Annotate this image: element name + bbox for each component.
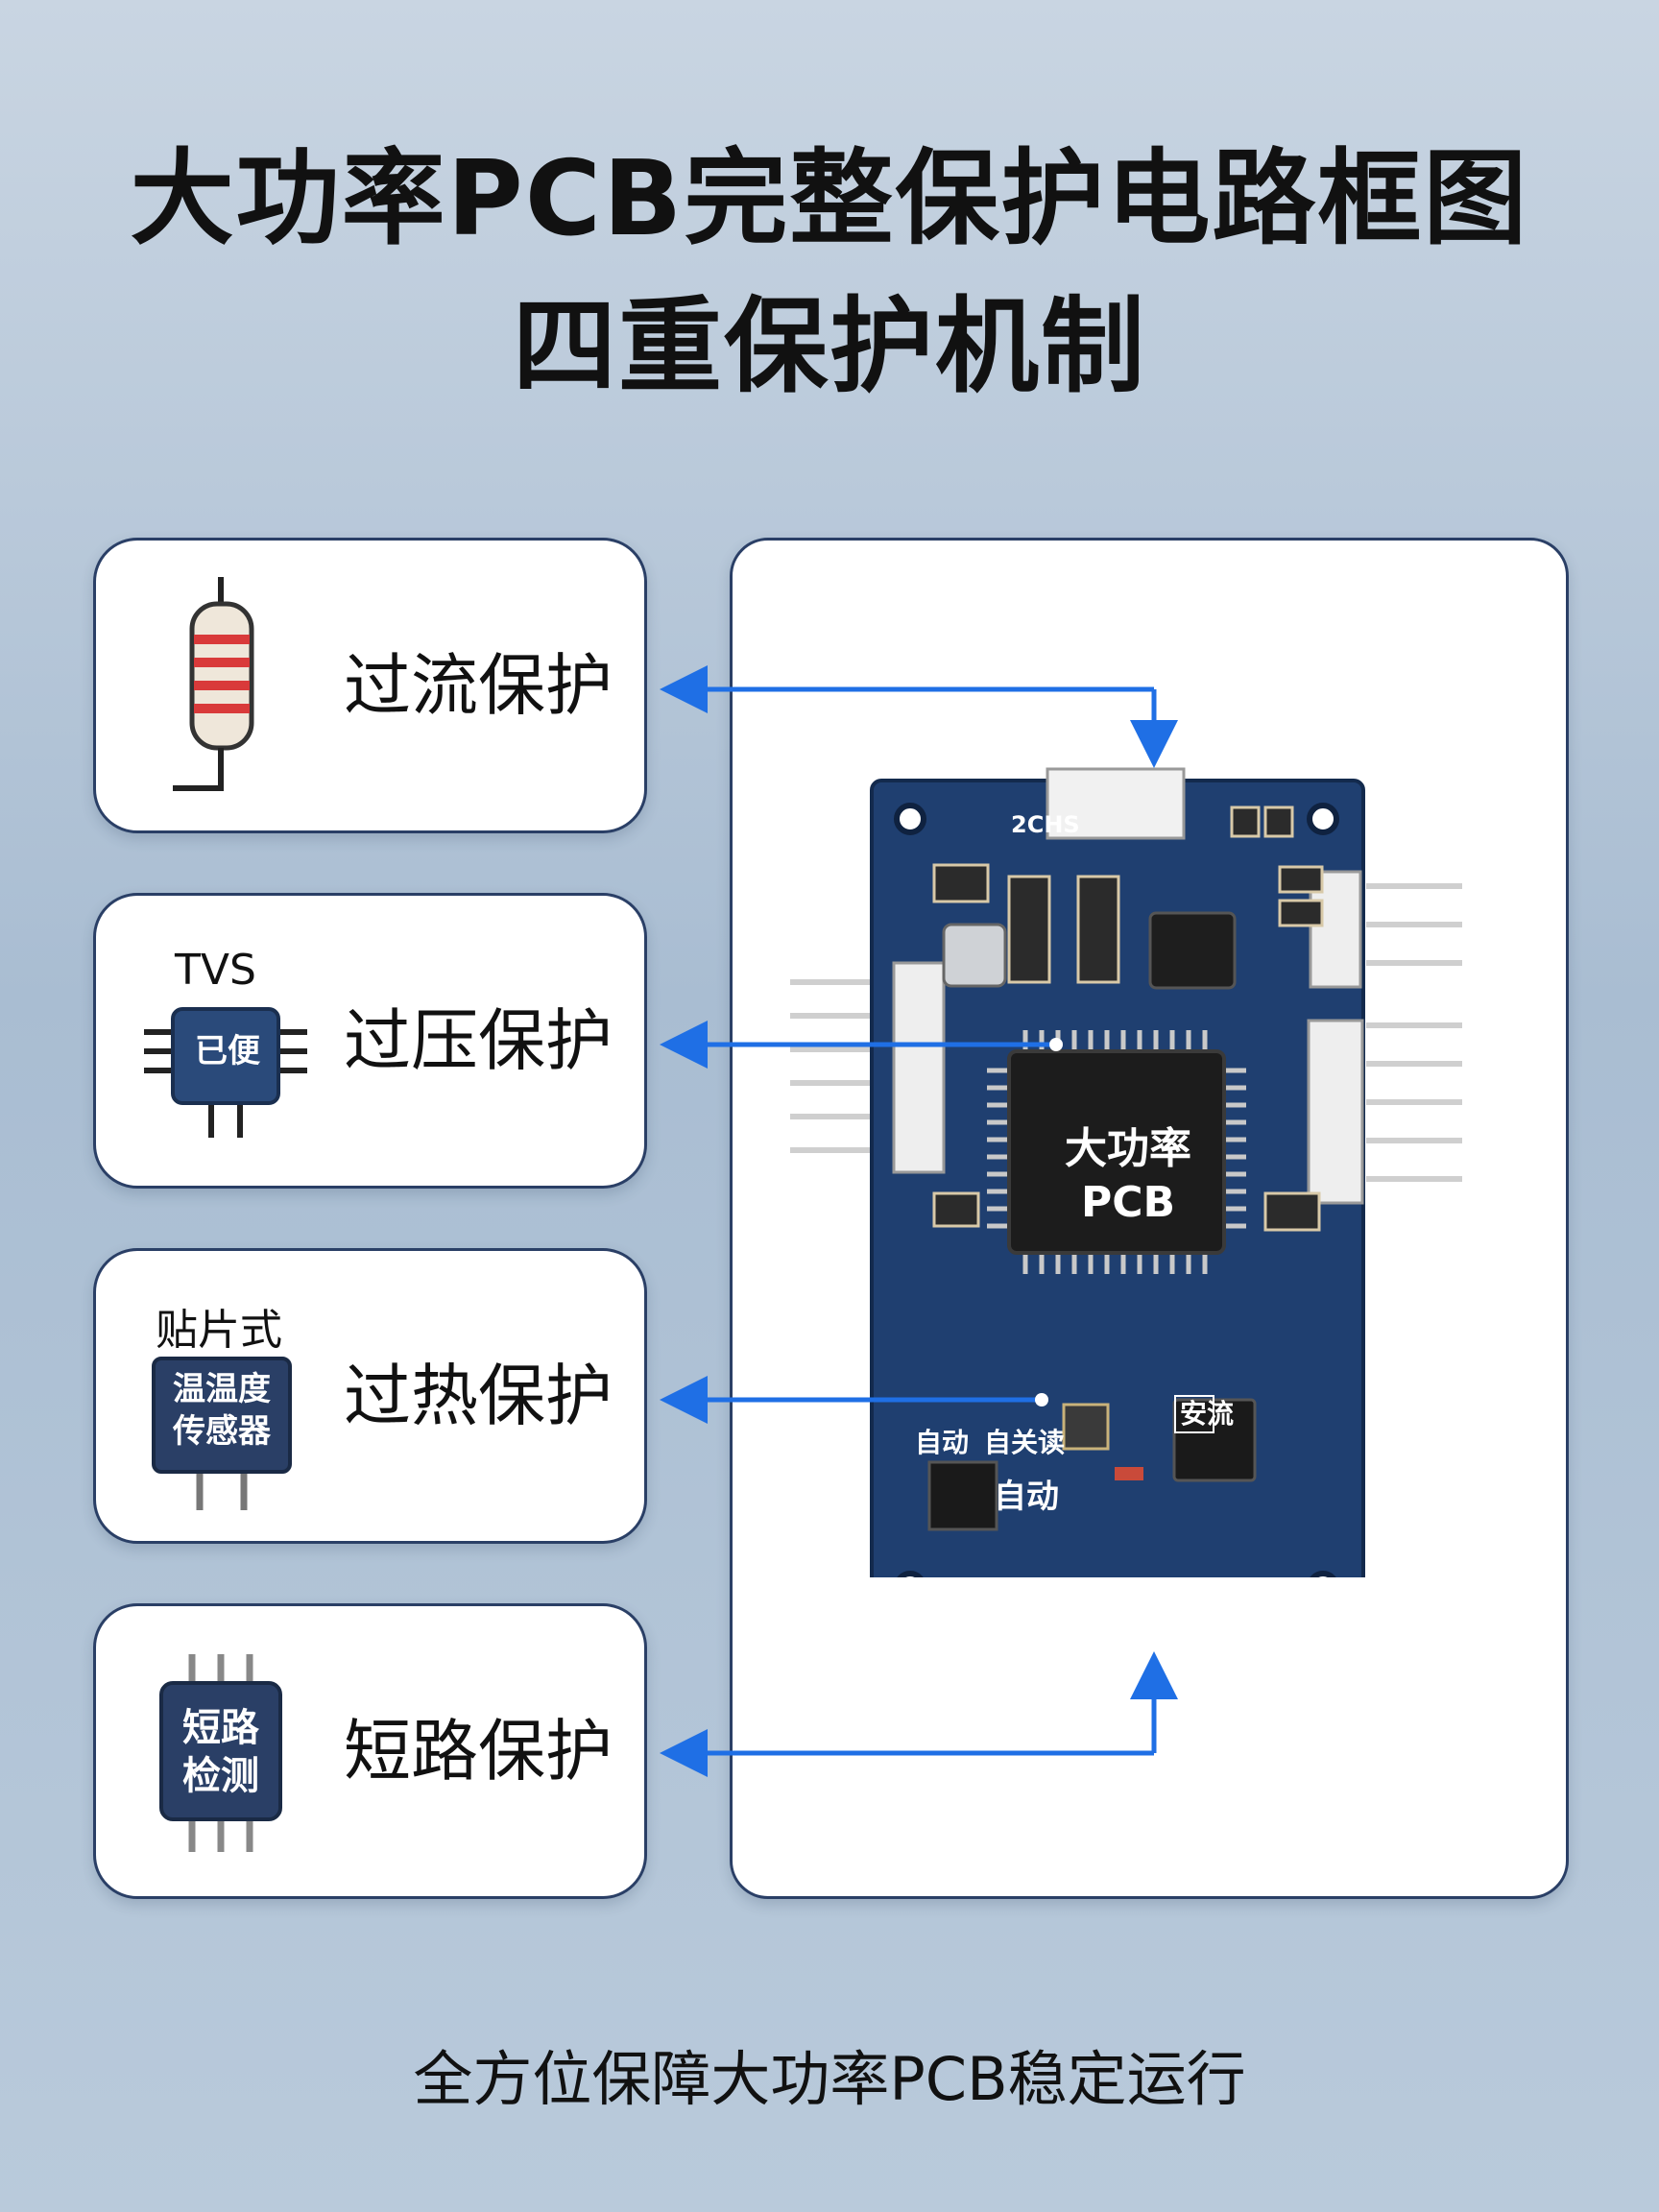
card-shortcircuit: 短路 检测 短路保护 [93,1603,647,1899]
board-auto-off-label: 自关读 [984,1427,1066,1458]
module-label: 过热保护 [344,1357,613,1435]
card-overheat: 贴片式 温温度 传感器 过热保护 [93,1248,647,1544]
board-auto2-label: 自动 [994,1478,1059,1516]
chip-text: 已便 [195,1032,260,1070]
footer-caption: 全方位保障大功率PCB稳定运行 [413,2044,1246,2114]
resistor-icon [173,577,254,791]
board-auto-label: 自动 [915,1427,970,1458]
tvs-chip-icon [144,1007,307,1138]
main-chip-label: 大功率 PCB [1065,1124,1191,1227]
card-overvoltage: TVS 已便 过压保护 [93,893,647,1189]
module-tag: 贴片式 [156,1306,282,1355]
chip-text: 温温度 传感器 [173,1370,271,1451]
module-label: 短路保护 [344,1712,613,1791]
page-title: 大功率PCB完整保护电路框图 [130,139,1529,259]
card-overcurrent: 过流保护 [93,538,647,833]
board-code-label: 2СНS [1011,811,1080,838]
chip-text: 短路 检测 [182,1706,259,1798]
page-subtitle: 四重保护机制 [512,287,1146,407]
module-label: 过流保护 [344,646,613,725]
module-tag: TVS [175,946,256,995]
short-circuit-chip-icon [159,1654,282,1852]
module-label: 过压保护 [344,1001,613,1080]
temperature-sensor-icon [152,1357,292,1510]
pcb-board [790,767,1462,1577]
board-safe-label: 安流 [1174,1395,1234,1433]
